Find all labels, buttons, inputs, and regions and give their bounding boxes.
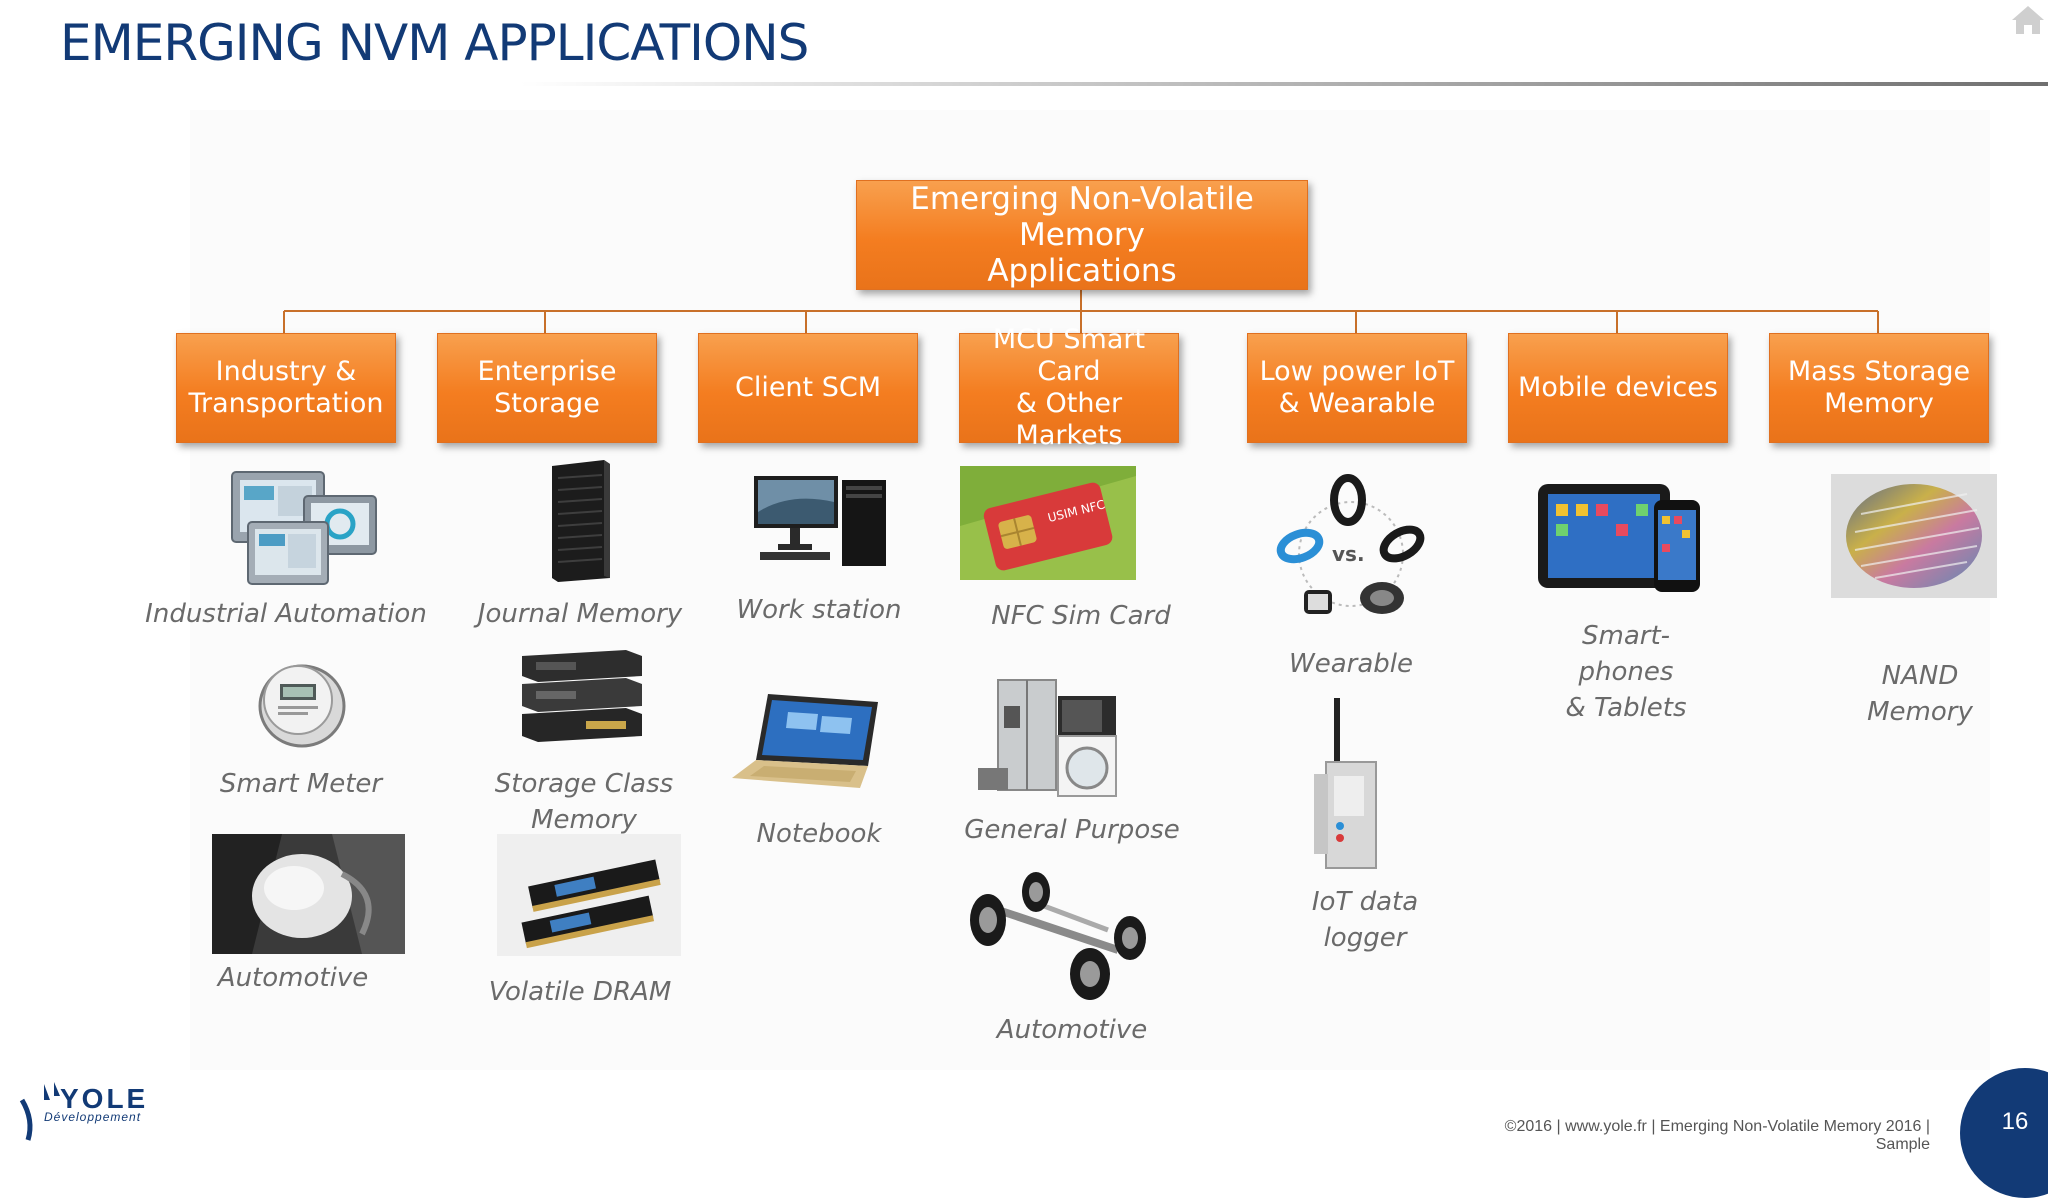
wearable-vs-text: vs. (1332, 542, 1365, 566)
category-client-scm: Client SCM (698, 333, 918, 443)
dram-module-icon (497, 834, 681, 956)
wearable-bands-icon (1276, 474, 1425, 614)
sim-card-icon: USIM NFC (960, 466, 1136, 580)
appliances-icon (978, 679, 1117, 797)
logo-wordmark: YOLE (60, 1083, 149, 1114)
item-workstation: Work station (736, 595, 902, 625)
workstation-icon (754, 476, 886, 566)
item-general-purpose: General Purpose (964, 815, 1180, 845)
home-icon[interactable] (2010, 2, 2046, 38)
notebook-icon (732, 694, 878, 788)
title-divider (520, 82, 2048, 86)
item-volatile-dram: Volatile DRAM (488, 977, 672, 1007)
wafer-icon (1831, 474, 1997, 598)
category-mass-storage: Mass Storage Memory (1769, 333, 1989, 443)
server-rack-icon (552, 460, 610, 582)
item-storage-class-memory: Storage Class Memory (494, 769, 674, 835)
tree-connectors (283, 288, 1879, 333)
yole-logo-icon (19, 1082, 60, 1141)
smart-meter-icon (258, 664, 346, 748)
item-notebook: Notebook (756, 819, 882, 849)
category-mcu-smart-card: MCU Smart Card & Other Markets (959, 324, 1179, 451)
item-iot-data-logger: IoT data logger (1311, 887, 1419, 953)
item-smart-meter: Smart Meter (219, 769, 383, 799)
car-chassis-icon (970, 872, 1146, 1000)
item-wearable: Wearable (1289, 649, 1413, 679)
storage-server-icon (522, 650, 642, 742)
item-nand-memory: NAND Memory (1867, 661, 1973, 727)
airbag-icon (212, 834, 405, 954)
item-smartphones-tablets: Smart- phones & Tablets (1565, 621, 1687, 723)
item-journal-memory: Journal Memory (477, 599, 683, 629)
page-number: 16 (2001, 1108, 2029, 1135)
tablet-phone-icon (1538, 484, 1700, 592)
item-nfc-sim-card: NFC Sim Card (991, 601, 1171, 631)
item-automotive-chassis: Automotive (996, 1015, 1148, 1045)
category-industry-transportation: Industry & Transportation (176, 333, 396, 443)
item-industrial-automation: Industrial Automation (145, 599, 427, 629)
item-automotive-airbag: Automotive (217, 963, 369, 993)
page-title: EMERGING NVM APPLICATIONS (60, 14, 809, 72)
logo-subtitle: Développement (44, 1110, 142, 1124)
iot-logger-icon (1314, 698, 1377, 869)
category-low-power-iot: Low power IoT & Wearable (1247, 333, 1467, 443)
root-node: Emerging Non-Volatile Memory Application… (856, 180, 1308, 290)
category-enterprise-storage: Enterprise Storage (437, 333, 657, 443)
footer-copyright: ©2016 | www.yole.fr | Emerging Non-Volat… (1504, 1118, 1930, 1153)
industrial-panel-icon (231, 471, 377, 585)
category-mobile-devices: Mobile devices (1508, 333, 1728, 443)
